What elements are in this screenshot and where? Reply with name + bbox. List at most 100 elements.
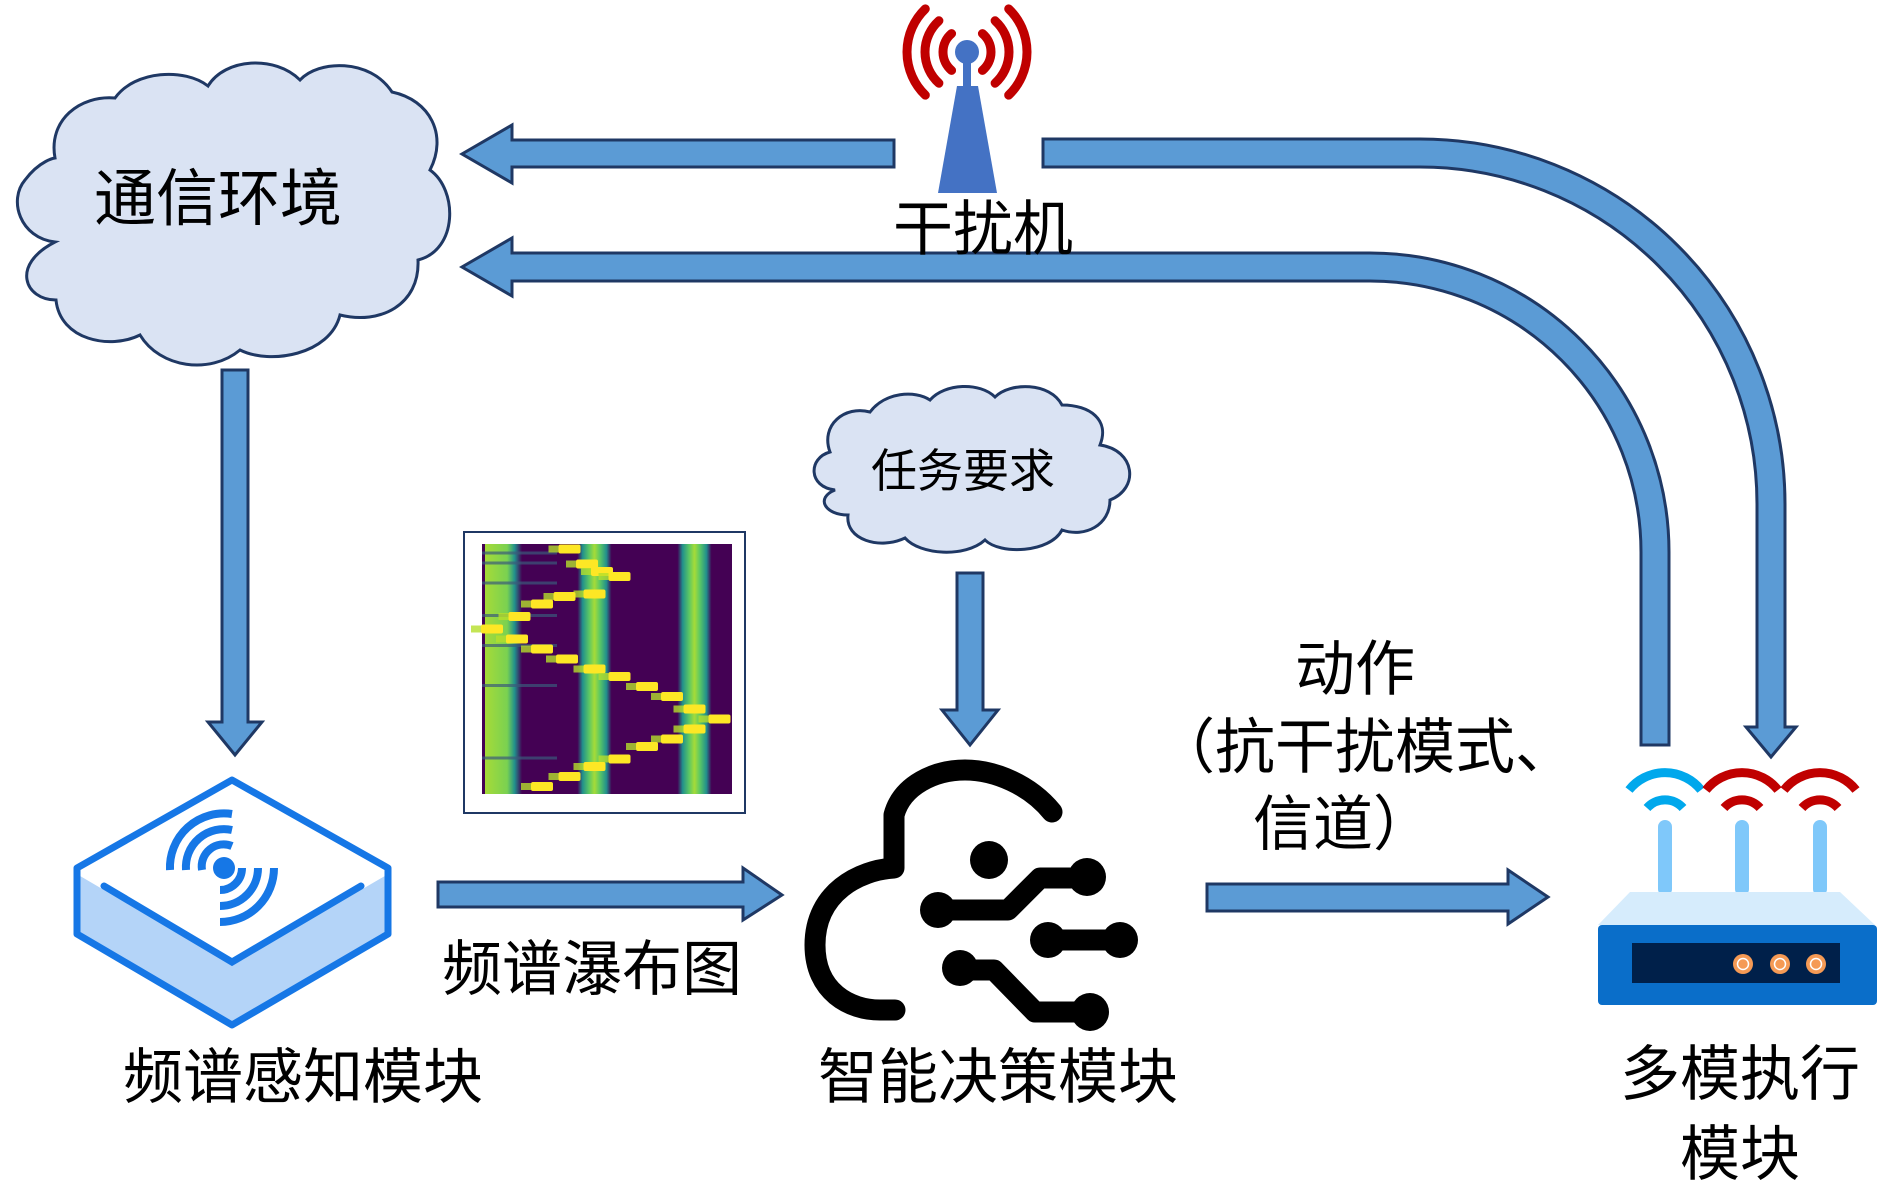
router-led — [1806, 954, 1826, 974]
waterfall-jammer-tail — [673, 725, 684, 733]
jammer-label: 干扰机 — [893, 195, 1073, 265]
waterfall-jammer-cell — [636, 682, 658, 691]
waterfall-jammer-cell — [558, 772, 581, 781]
waterfall-jammer-tail — [543, 593, 554, 600]
waterfall-jammer-cell — [558, 544, 581, 554]
environment-label: 通信环境 — [93, 162, 343, 235]
ai-circuit-low — [951, 959, 1101, 1023]
waterfall-jammer-cell — [556, 654, 578, 664]
ai-node — [920, 892, 956, 928]
waterfall-jammer-tail — [598, 573, 609, 580]
waterfall-jammer-tail — [673, 705, 684, 713]
executor-module-icon — [1598, 768, 1877, 1005]
arrow-sensing-to-decision — [436, 865, 785, 923]
waterfall-jammer-cell — [506, 634, 528, 644]
task-cloud — [812, 384, 1132, 554]
waterfall-jammer-tail — [471, 625, 481, 633]
sensor-wave-right — [219, 867, 246, 894]
router-led-ring — [1809, 957, 1823, 971]
sensor-wave-left — [197, 840, 234, 871]
waterfall-jammer-tail — [548, 545, 559, 553]
waterfall-jammer-cell — [481, 624, 503, 634]
box-outline — [73, 776, 392, 1029]
executor-label-line2: 模块 — [1680, 1120, 1800, 1190]
ai-node — [1071, 993, 1109, 1031]
jammer-tower — [902, 4, 1032, 193]
waterfall-jammer-tail — [651, 735, 661, 743]
waterfall-jammer-cell — [661, 734, 683, 744]
ai-nodes — [920, 841, 1138, 1031]
waterfall-jammer-tail — [521, 645, 531, 653]
waterfall-jammer-tail — [573, 763, 584, 770]
waterfall-jammer-cell — [708, 714, 731, 724]
waterfall-jammer-tail — [573, 590, 584, 598]
waterfall-stripe — [482, 561, 557, 565]
waterfall-stripe — [482, 756, 557, 760]
jammer-wave-right — [1004, 4, 1032, 100]
waterfall-label: 频谱瀑布图 — [442, 935, 742, 1005]
box-side-fill — [75, 873, 390, 1025]
ai-node — [970, 841, 1008, 879]
tower-body — [938, 86, 997, 193]
waterfall-jammer-cell — [608, 754, 631, 764]
waterfall-jammer-cell — [583, 589, 606, 599]
router-top — [1598, 892, 1875, 925]
waterfall-jammer-cell — [608, 572, 631, 581]
sensing-label: 频谱感知模块 — [123, 1043, 483, 1113]
arrows — [204, 122, 1800, 927]
router-led-ring — [1736, 957, 1750, 971]
waterfall-jammer-cell — [553, 592, 576, 601]
waterfall-jammer-cell — [583, 664, 606, 674]
router-wifi-wave-outer — [1702, 768, 1782, 793]
waterfall-jammer-tail — [598, 673, 609, 680]
sensor-center-dot — [213, 857, 235, 879]
waterfall-jammer-tail — [698, 715, 709, 723]
waterfall-jammer-tail — [598, 755, 609, 763]
waterfall-stripe — [482, 551, 557, 555]
ai-node — [1030, 922, 1066, 958]
jammer-wave-right — [977, 29, 996, 75]
waterfall-jammer-tail — [498, 613, 509, 620]
waterfall-jammer-cell — [508, 612, 531, 621]
waterfall-jammer-tail — [548, 773, 559, 780]
sensor-wave-right — [219, 867, 278, 926]
task-label: 任务要求 — [871, 444, 1055, 498]
router-led — [1770, 954, 1790, 974]
radio-tower-icon — [902, 4, 1032, 193]
waterfall-heatmap — [471, 544, 732, 794]
sensor-wave-right — [219, 867, 262, 910]
router-wifi-wave-inner — [1720, 795, 1764, 812]
action-label-line3: 信道） — [1253, 790, 1433, 860]
waterfall-stripe — [482, 644, 557, 647]
waterfall-jammer-cell — [636, 742, 658, 751]
router-wifi-wave-inner — [1798, 795, 1842, 812]
router-led-ring — [1773, 957, 1787, 971]
waterfall-channel — [485, 544, 522, 794]
decision-label: 智能决策模块 — [818, 1043, 1178, 1113]
router-wifi-wave-outer — [1625, 768, 1705, 793]
router-antenna — [1658, 820, 1672, 896]
ai-node — [942, 950, 978, 986]
tower-tip — [955, 40, 979, 64]
sensing-module-icon — [73, 776, 392, 1029]
wireless-sensor-box-icon — [73, 776, 392, 1029]
waterfall-jammer-tail — [566, 560, 576, 568]
waterfall-jammer-cell — [531, 782, 553, 791]
sensor-wave-left — [165, 809, 233, 871]
arrow-environment-to-sensing — [204, 368, 266, 758]
arrow-decision-to-executor — [1205, 867, 1551, 927]
wifi-router-icon — [1598, 768, 1877, 1005]
jammer-wave-right — [990, 16, 1014, 88]
ai-node — [1068, 858, 1106, 896]
waterfall-jammer-tail — [573, 665, 584, 673]
waterfall-jammer-cell — [608, 672, 631, 681]
box-top-edge — [100, 882, 365, 967]
jammer-wave-left — [938, 29, 957, 75]
router-led — [1733, 954, 1753, 974]
waterfall-jammer-tail — [521, 783, 531, 790]
ai-circuit-top — [929, 867, 1099, 921]
waterfall-jammer-cell — [683, 724, 706, 734]
waterfall-jammer-tail — [521, 600, 531, 608]
environment-cloud — [15, 61, 452, 367]
